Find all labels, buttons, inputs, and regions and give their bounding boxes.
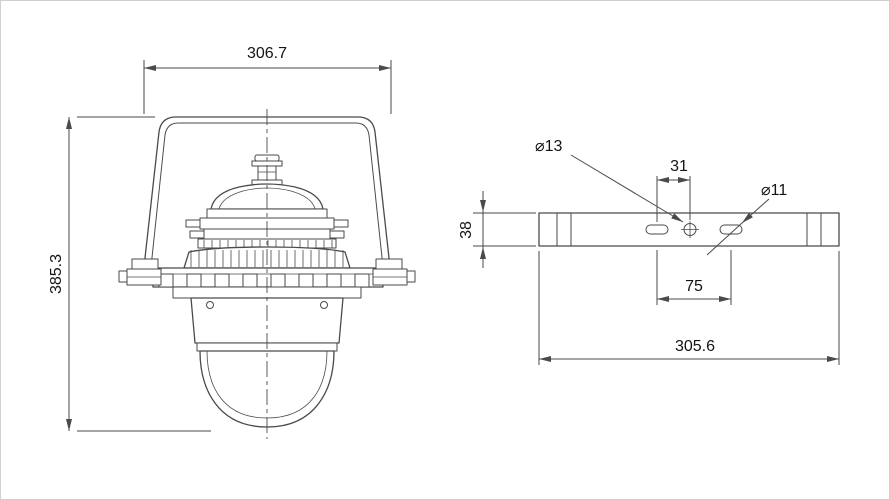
plate-height-label: 38 bbox=[458, 221, 475, 239]
dimension-front-height-label: 385.3 bbox=[48, 254, 65, 294]
side-bolt bbox=[189, 230, 205, 239]
leader-slot-diameter: ⌀11 bbox=[706, 182, 787, 256]
leader-line bbox=[706, 198, 770, 256]
dimension-slot-spacing: 75 bbox=[656, 250, 732, 305]
front-view: 306.7 385.3 bbox=[48, 45, 416, 439]
hole-diameter-label: ⌀13 bbox=[535, 138, 563, 155]
dimension-front-width-label: 306.7 bbox=[247, 45, 287, 62]
clamp-bolt bbox=[118, 270, 128, 283]
side-bolt bbox=[185, 219, 201, 228]
slot-spacing-label: 75 bbox=[685, 278, 703, 295]
slot-right bbox=[719, 224, 743, 235]
side-bolt bbox=[329, 230, 345, 239]
device-front bbox=[118, 109, 416, 439]
slot-diameter-label: ⌀11 bbox=[761, 182, 787, 199]
plate-length-label: 305.6 bbox=[675, 338, 715, 355]
screw bbox=[320, 301, 328, 309]
dimension-hole-offset: 31 bbox=[656, 158, 691, 222]
clamp-bolt bbox=[406, 270, 416, 283]
leader-hole-diameter: ⌀13 bbox=[535, 138, 684, 223]
mounting-flange bbox=[152, 267, 384, 288]
leader-line bbox=[570, 154, 684, 223]
slot-left bbox=[645, 224, 669, 235]
clamp-left bbox=[118, 258, 162, 286]
dimension-front-width: 306.7 bbox=[143, 45, 392, 114]
bracket-view: ⌀13 31 ⌀11 38 75 bbox=[458, 138, 840, 365]
hole-offset-label: 31 bbox=[670, 158, 688, 175]
side-bolt bbox=[333, 219, 349, 228]
screw bbox=[206, 301, 214, 309]
dimension-plate-length: 305.6 bbox=[538, 251, 840, 365]
band-d-ribs bbox=[203, 240, 333, 248]
clamp-top bbox=[131, 258, 159, 270]
heat-sink-fins bbox=[190, 250, 344, 267]
bracket-plate bbox=[538, 212, 840, 247]
clamp-top bbox=[375, 258, 403, 270]
dimension-front-height: 385.3 bbox=[48, 116, 211, 432]
clamp-right bbox=[372, 258, 416, 286]
dimension-plate-height: 38 bbox=[458, 191, 536, 268]
plate-outline bbox=[538, 212, 840, 247]
